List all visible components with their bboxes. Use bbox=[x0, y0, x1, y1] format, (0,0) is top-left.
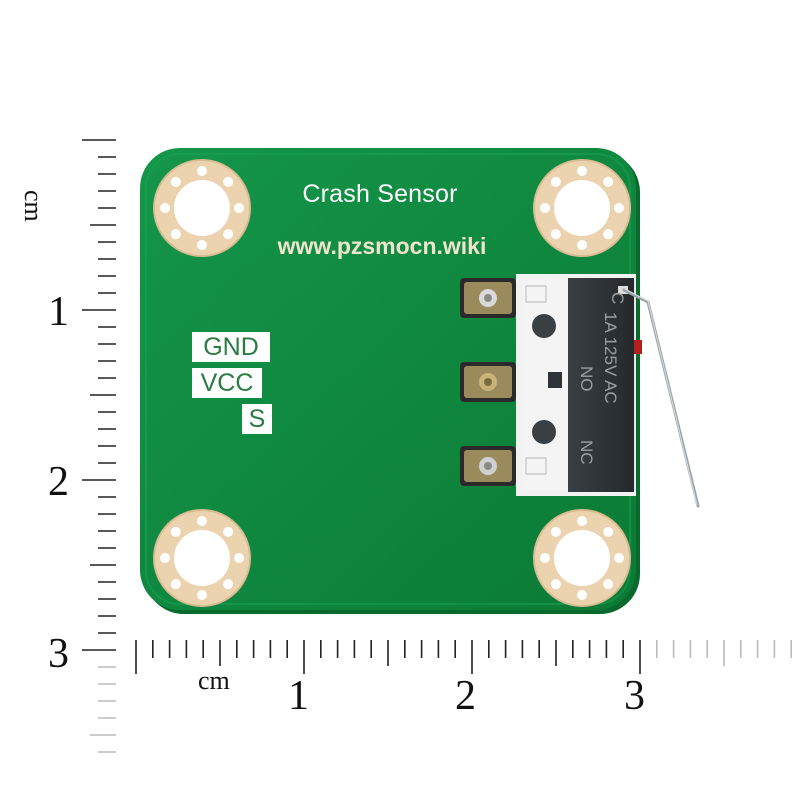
pin-label-gnd: GND bbox=[192, 332, 270, 362]
pcb-board bbox=[140, 148, 640, 614]
horizontal-ruler-unit: cm bbox=[198, 666, 230, 695]
pin-label-s: S bbox=[242, 404, 272, 434]
solder-pad-top bbox=[460, 278, 516, 318]
mounting-hole bbox=[533, 159, 631, 257]
board-title: Crash Sensor bbox=[302, 180, 458, 208]
solder-pad-bottom bbox=[460, 446, 516, 486]
mounting-hole bbox=[153, 159, 251, 257]
mounting-holes bbox=[153, 159, 631, 607]
vertical-ruler-label-1: 1 bbox=[48, 289, 69, 335]
solder-pad-middle bbox=[460, 362, 516, 402]
vertical-ruler-label-2: 2 bbox=[48, 459, 69, 505]
vertical-ruler bbox=[82, 139, 116, 753]
horizontal-ruler-label-2: 2 bbox=[455, 673, 476, 719]
switch-terminal-c: C bbox=[608, 292, 627, 305]
vertical-ruler-label-3: 3 bbox=[48, 631, 69, 677]
solder-pads bbox=[460, 278, 520, 486]
switch-rating: 1A 125V AC bbox=[601, 312, 620, 404]
horizontal-ruler-label-3: 3 bbox=[624, 673, 645, 719]
mounting-hole bbox=[153, 509, 251, 607]
horizontal-ruler-label-1: 1 bbox=[288, 673, 309, 719]
micro-switch bbox=[516, 274, 700, 508]
vertical-ruler-unit: cm bbox=[19, 190, 48, 222]
board-url: www.pzsmocn.wiki bbox=[277, 233, 487, 259]
switch-terminal-nc: NC bbox=[577, 440, 596, 465]
horizontal-ruler bbox=[135, 640, 793, 674]
pin-label-vcc: VCC bbox=[192, 368, 262, 398]
mounting-hole bbox=[533, 509, 631, 607]
switch-terminal-no: NO bbox=[577, 366, 596, 392]
